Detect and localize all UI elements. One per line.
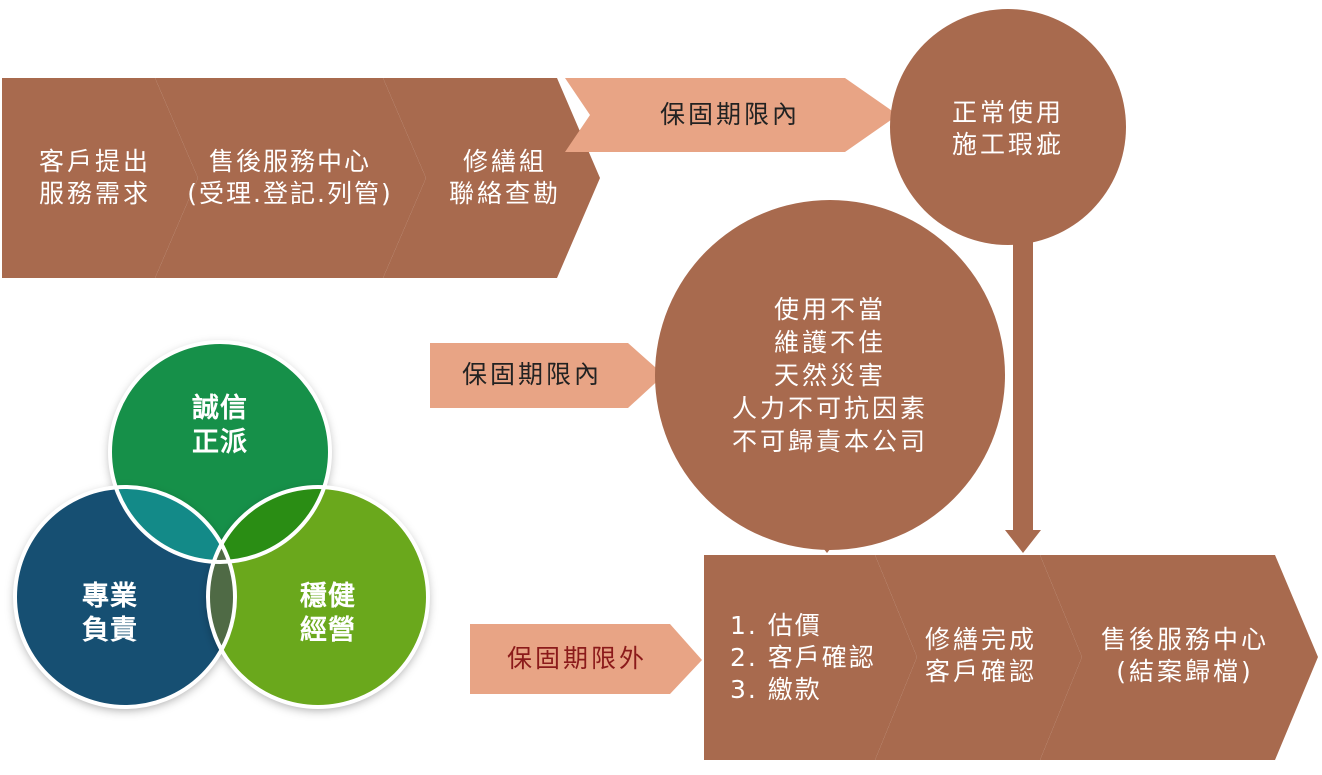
top-step-1-label: 客戶提出服務需求 [38,147,151,208]
circle-misuse-label: 使用不當維護不佳天然災害人力不可抗因素不可歸責本公司 [731,295,928,456]
top-step-2-chevron [155,78,426,278]
circle-normal-label: 正常使用施工瑕疵 [951,98,1064,159]
down-arrow-left [809,505,845,553]
venn-overlap-top-right [208,487,330,562]
bottom-flow [704,555,1318,760]
bottom-step-1-chevron [704,555,917,760]
venn-outline-top [108,340,332,564]
top-step-1-chevron [2,78,198,278]
venn-outline-right [206,485,430,709]
values-venn [13,340,430,709]
warranty-out-arrow [470,624,702,694]
venn-left-label: 專業負責 [82,581,138,646]
bottom-step-3-chevron [1040,555,1318,760]
bottom-step-2-label: 修繕完成客戶確認 [924,625,1037,686]
venn-top-label: 誠信正派 [192,393,248,458]
venn-outline-left [13,485,237,709]
top-step-2-label: 售後服務中心(受理.登記.列管) [187,147,393,208]
top-step-3-label: 修繕組聯絡查勘 [448,147,561,208]
down-arrow-right [1005,240,1041,553]
top-step-3-chevron [383,78,600,278]
circle-normal-use [890,9,1126,245]
warranty-top-label: 保固期限內 [659,100,800,129]
circle-misuse [655,200,1005,550]
warranty-mid-label: 保固期限內 [461,360,602,389]
bottom-step-2-chevron [875,555,1082,760]
venn-overlap-top-left [110,487,235,562]
top-flow [2,78,600,278]
warranty-arrow-top [565,78,898,152]
warranty-arrow-mid [430,343,664,408]
warranty-out-label: 保固期限外 [506,644,647,673]
bottom-step-3-label: 售後服務中心(結案歸檔) [1100,625,1269,686]
venn-right-label: 穩健經營 [300,581,356,646]
